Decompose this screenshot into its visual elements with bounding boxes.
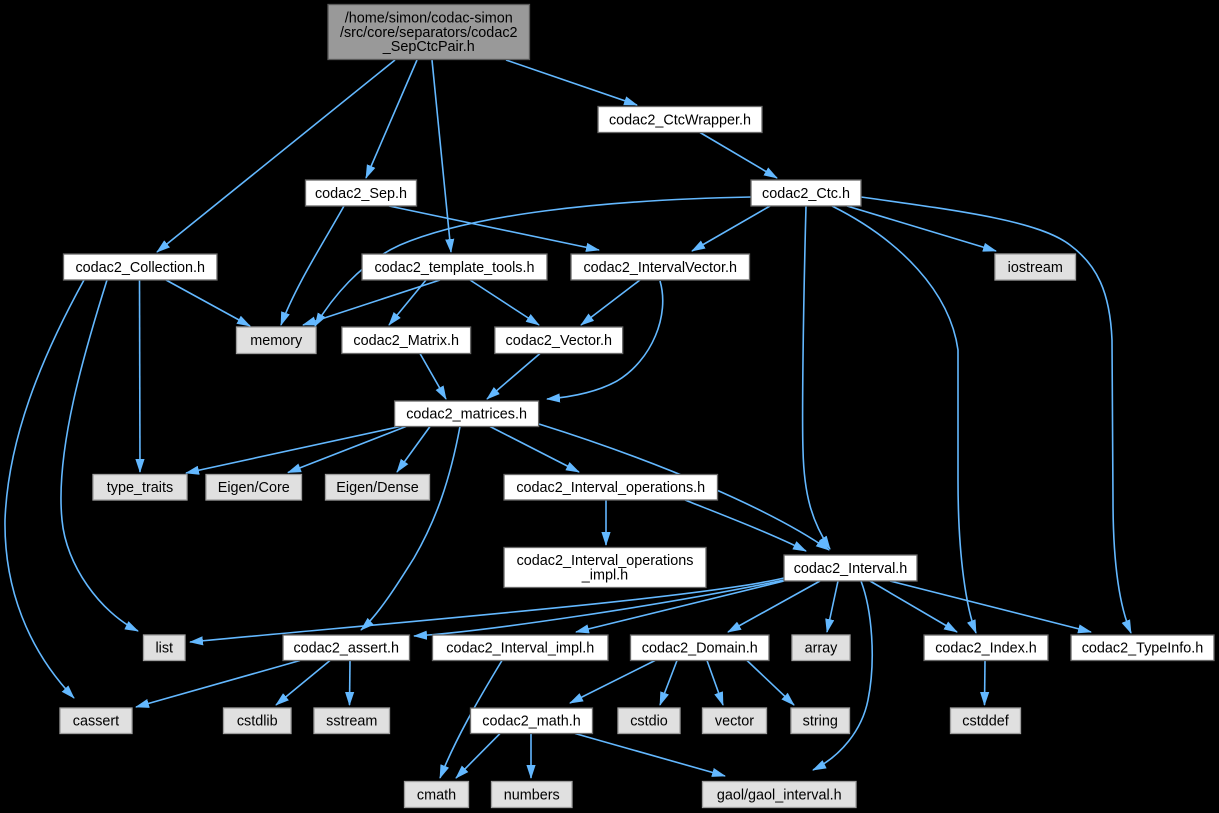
svg-text:type_traits: type_traits [107,480,173,496]
svg-text:iostream: iostream [1008,260,1063,276]
svg-text:gaol/gaol_interval.h: gaol/gaol_interval.h [717,787,842,803]
svg-text:/home/simon/codac-simon: /home/simon/codac-simon [345,11,513,27]
svg-text:codac2_TypeInfo.h: codac2_TypeInfo.h [1082,641,1204,657]
svg-text:cstdlib: cstdlib [237,714,278,730]
svg-text:codac2_Ctc.h: codac2_Ctc.h [762,186,850,202]
svg-text:numbers: numbers [504,787,560,803]
svg-text:codac2_CtcWrapper.h: codac2_CtcWrapper.h [609,112,751,128]
svg-text:codac2_Vector.h: codac2_Vector.h [506,333,612,349]
svg-text:vector: vector [715,714,754,730]
svg-text:codac2_Index.h: codac2_Index.h [935,641,1037,657]
svg-text:list: list [155,641,173,657]
svg-text:codac2_template_tools.h: codac2_template_tools.h [374,260,534,276]
svg-text:codac2_IntervalVector.h: codac2_IntervalVector.h [583,260,737,276]
svg-text:codac2_matrices.h: codac2_matrices.h [406,407,527,423]
svg-text:codac2_Collection.h: codac2_Collection.h [75,260,205,276]
svg-text:array: array [805,641,839,657]
svg-text:sstream: sstream [326,714,377,730]
svg-text:codac2_Interval_impl.h: codac2_Interval_impl.h [446,641,594,657]
svg-text:cstdio: cstdio [630,714,668,730]
svg-text:codac2_math.h: codac2_math.h [482,714,580,730]
svg-text:/src/core/separators/codac2: /src/core/separators/codac2 [340,25,518,41]
svg-text:memory: memory [250,333,303,349]
svg-text:codac2_Matrix.h: codac2_Matrix.h [353,333,459,349]
svg-text:Eigen/Core: Eigen/Core [218,480,290,496]
svg-text:codac2_Interval_operations.h: codac2_Interval_operations.h [516,480,705,496]
svg-text:Eigen/Dense: Eigen/Dense [336,480,418,496]
svg-text:cstddef: cstddef [962,714,1009,730]
svg-text:codac2_Interval.h: codac2_Interval.h [794,561,908,577]
svg-text:codac2_Sep.h: codac2_Sep.h [315,186,407,202]
svg-text:cmath: cmath [417,787,456,803]
svg-text:_impl.h: _impl.h [581,567,628,583]
svg-text:cassert: cassert [73,714,119,730]
svg-text:codac2_assert.h: codac2_assert.h [293,641,399,657]
svg-text:string: string [803,714,838,730]
svg-text:codac2_Interval_operations: codac2_Interval_operations [517,553,694,569]
svg-text:codac2_Domain.h: codac2_Domain.h [642,641,758,657]
svg-text:_SepCtcPair.h: _SepCtcPair.h [382,39,475,55]
